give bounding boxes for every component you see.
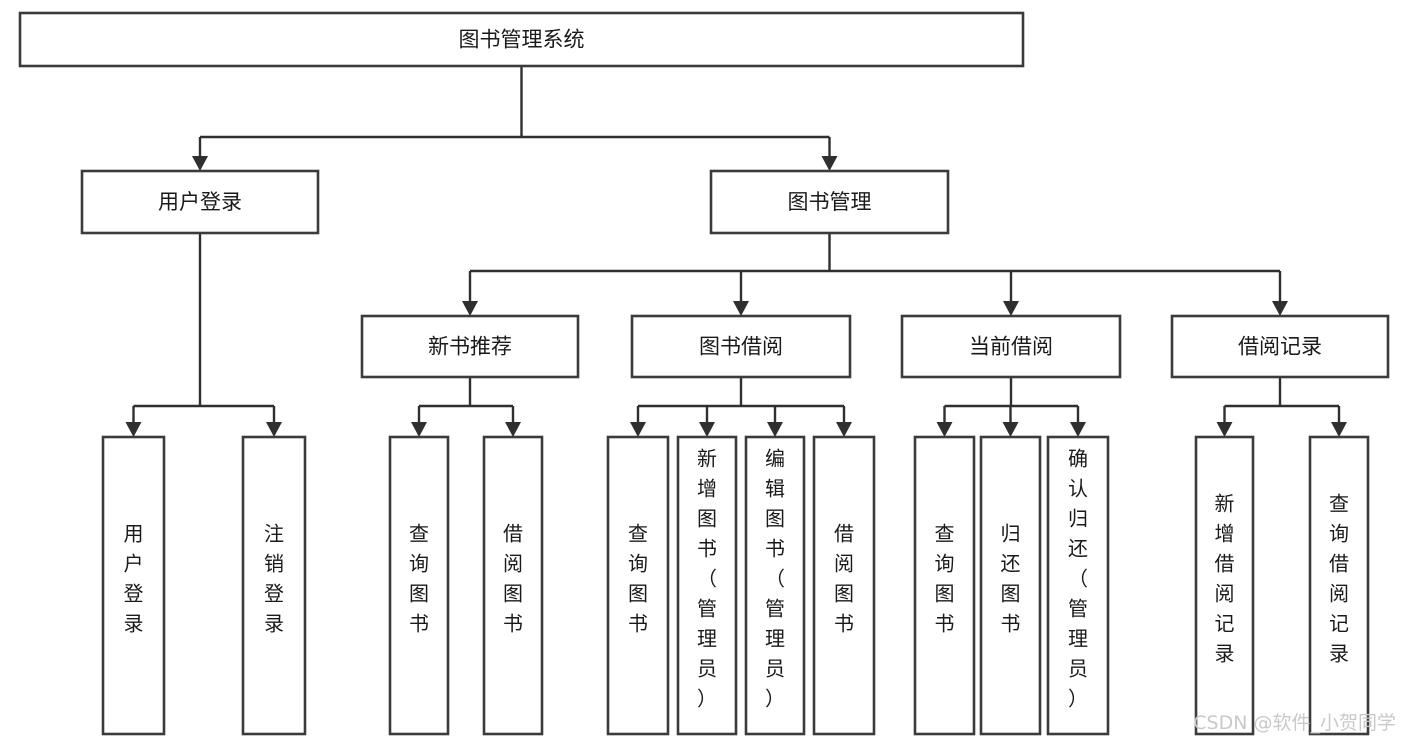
node-label: 确认归还（管理员） (1068, 447, 1088, 711)
node-label: 编辑图书（管理员） (765, 447, 785, 711)
node-label: 图书管理 (788, 190, 872, 214)
arrow-head-icon (411, 422, 427, 437)
node-new-book-recommend[interactable]: 新书推荐 (360, 314, 580, 379)
node-leaf-borrow-books-recommend[interactable]: 借阅图书 (482, 435, 544, 736)
node-leaf-confirm-return-admin[interactable]: 确认归还（管理员） (1046, 435, 1110, 736)
node-label: 查询图书 (935, 522, 955, 636)
node-leaf-add-borrow-record[interactable]: 新增借阅记录 (1194, 435, 1255, 736)
node-leaf-user-login[interactable]: 用户登录 (101, 435, 166, 736)
node-current-borrow[interactable]: 当前借阅 (900, 314, 1122, 379)
node-label: 当前借阅 (969, 335, 1053, 359)
arrow-head-icon (1272, 301, 1288, 316)
node-label: 新书推荐 (428, 335, 512, 359)
node-label: 用户登录 (158, 190, 242, 214)
arrow-head-icon (266, 422, 282, 437)
node-leaf-logout-login[interactable]: 注销登录 (241, 435, 307, 736)
arrow-head-icon (192, 156, 208, 171)
node-label: 借阅图书 (834, 522, 854, 636)
node-label: 图书借阅 (699, 335, 783, 359)
arrow-head-icon (1003, 301, 1019, 316)
node-leaf-query-books-current[interactable]: 查询图书 (913, 435, 976, 736)
arrow-head-icon (1216, 422, 1233, 437)
arrow-head-icon (1002, 422, 1019, 437)
node-label: 借阅记录 (1238, 335, 1322, 359)
node-label: 借阅图书 (503, 522, 523, 636)
arrow-head-icon (630, 422, 646, 437)
node-leaf-borrow-books-borrow[interactable]: 借阅图书 (812, 435, 876, 736)
node-book-management[interactable]: 图书管理 (709, 169, 950, 235)
csdn-watermark: CSDN @软件_小贺同学 (1193, 712, 1396, 734)
arrow-head-icon (733, 301, 749, 316)
node-leaf-edit-book-admin[interactable]: 编辑图书（管理员） (744, 435, 806, 736)
connector-layer (125, 66, 1347, 437)
node-label: 查询图书 (628, 522, 648, 636)
node-label: 新增借阅记录 (1215, 492, 1235, 666)
arrow-head-icon (699, 422, 715, 437)
arrow-head-icon (125, 422, 142, 437)
node-leaf-return-books[interactable]: 归还图书 (979, 435, 1042, 736)
node-label: 新增图书（管理员） (697, 447, 717, 711)
node-leaf-query-books-recommend[interactable]: 查询图书 (388, 435, 450, 736)
node-label: 图书管理系统 (459, 28, 585, 52)
arrow-head-icon (462, 301, 478, 316)
node-label: 注销登录 (264, 522, 284, 636)
arrow-head-icon (836, 422, 852, 437)
node-leaf-add-book-admin[interactable]: 新增图书（管理员） (676, 435, 738, 736)
node-leaf-query-borrow-record[interactable]: 查询借阅记录 (1308, 435, 1370, 736)
node-user-login[interactable]: 用户登录 (80, 169, 320, 235)
node-label: 归还图书 (1001, 522, 1021, 636)
node-label: 用户登录 (124, 522, 144, 636)
arrow-head-icon (936, 422, 953, 437)
node-label: 查询借阅记录 (1329, 492, 1349, 666)
arrow-head-icon (767, 422, 783, 437)
node-root[interactable]: 图书管理系统 (18, 11, 1025, 68)
arrow-head-icon (821, 156, 838, 171)
node-book-borrow[interactable]: 图书借阅 (630, 314, 852, 379)
node-label: 查询图书 (409, 522, 429, 636)
arrow-head-icon (1331, 422, 1347, 437)
node-leaf-query-books-borrow[interactable]: 查询图书 (606, 435, 670, 736)
node-borrow-records[interactable]: 借阅记录 (1170, 314, 1390, 379)
arrow-head-icon (1070, 422, 1086, 437)
node-layer: 图书管理系统用户登录图书管理新书推荐图书借阅当前借阅借阅记录用户登录注销登录查询… (18, 11, 1390, 736)
arrow-head-icon (505, 422, 521, 437)
